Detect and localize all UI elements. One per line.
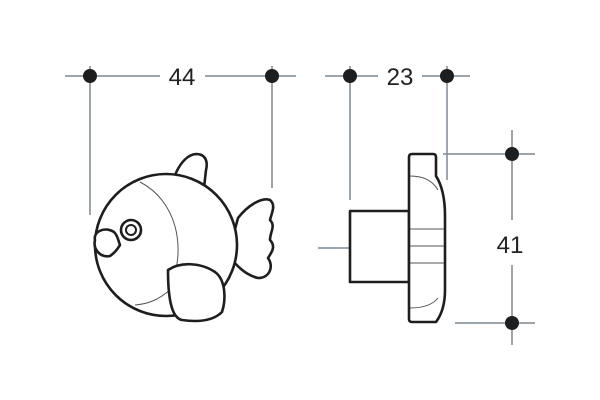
fish-lips (93, 228, 122, 258)
knob-flange (407, 152, 447, 324)
depth-label: 23 (387, 64, 414, 91)
knob-stem (348, 209, 411, 284)
height-label: 41 (497, 232, 524, 259)
height-dimension: 41 (443, 130, 535, 345)
pectoral-fin (166, 262, 226, 323)
fish-knob-front-view (93, 152, 275, 323)
width-label: 44 (169, 64, 196, 91)
width-dimension: 44 (65, 64, 296, 215)
depth-dimension: 23 (325, 64, 470, 200)
knob-side-view (318, 152, 447, 324)
tail-fin (226, 198, 275, 280)
